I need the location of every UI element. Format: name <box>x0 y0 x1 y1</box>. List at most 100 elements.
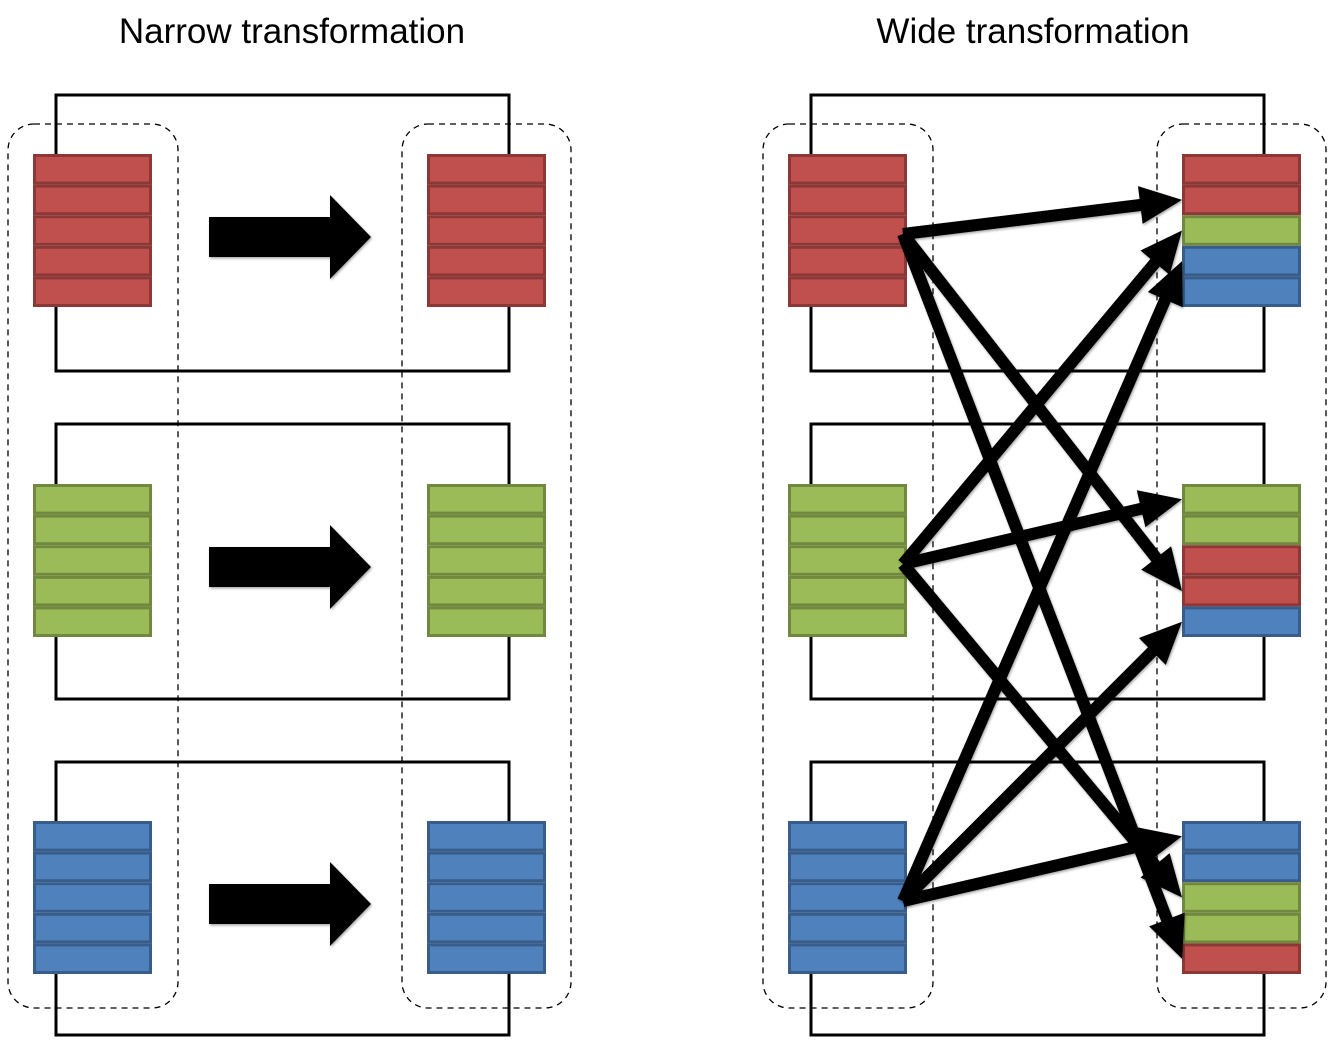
record-blue <box>33 851 152 883</box>
child-rdd-group <box>1156 123 1327 1009</box>
record-blue <box>1182 606 1301 638</box>
record-blue <box>1182 245 1301 277</box>
record-blue <box>1182 851 1301 883</box>
arrow-head <box>1136 490 1182 528</box>
wide-transformation-panel <box>762 93 1327 1037</box>
target-partition-mixed-3 <box>1182 821 1301 975</box>
arrow-shaft <box>901 502 1145 570</box>
source-partition-red <box>33 154 152 307</box>
record-blue <box>427 912 546 944</box>
record-red <box>788 154 907 185</box>
arrow-shaft <box>898 230 1163 564</box>
record-red <box>33 245 152 277</box>
record-green <box>788 545 907 576</box>
record-blue <box>788 912 907 944</box>
wide-dependency-arrow <box>897 231 1185 959</box>
record-red <box>788 184 907 216</box>
record-blue <box>33 882 152 913</box>
record-red <box>1182 184 1301 216</box>
wide-dependency-arrow <box>898 230 1182 568</box>
wide-dependency-arrow <box>898 230 1182 592</box>
target-partition-mixed-1 <box>1182 154 1301 307</box>
source-partition-green <box>788 484 907 638</box>
record-green <box>788 484 907 515</box>
wide-dependency-arrow <box>901 827 1182 907</box>
stage-frame <box>54 760 511 1037</box>
arrow-head <box>1140 230 1182 275</box>
record-red <box>427 184 546 216</box>
record-red <box>1182 575 1301 607</box>
record-blue <box>427 851 546 883</box>
wide-dependency-arrow <box>898 621 1182 906</box>
wide-dependency-arrow <box>902 186 1182 240</box>
record-red <box>33 215 152 246</box>
record-green <box>1182 215 1301 246</box>
record-green <box>1182 912 1301 944</box>
source-partition-green <box>33 484 152 638</box>
record-red <box>788 276 907 307</box>
record-red <box>1182 545 1301 576</box>
arrow-head <box>1140 853 1182 898</box>
arrow-shaft <box>901 839 1145 907</box>
record-blue <box>427 821 546 852</box>
record-red <box>33 276 152 307</box>
record-green <box>427 514 546 546</box>
record-green <box>788 575 907 607</box>
record-blue <box>33 943 152 975</box>
record-green <box>427 606 546 638</box>
record-blue <box>1182 276 1301 307</box>
source-partition-blue <box>33 821 152 975</box>
narrow-transformation-title: Narrow transformation <box>118 12 466 51</box>
narrow-dependency-arrow <box>209 195 371 279</box>
record-blue <box>427 882 546 913</box>
record-green <box>1182 514 1301 546</box>
arrow-shaft <box>898 257 1161 568</box>
record-green <box>788 514 907 546</box>
record-blue <box>788 943 907 975</box>
record-green <box>1182 882 1301 913</box>
record-blue <box>1182 821 1301 852</box>
stage-frame <box>54 422 511 701</box>
arrow-head <box>1136 827 1182 865</box>
record-green <box>1182 484 1301 515</box>
record-red <box>788 215 907 246</box>
wide-dependency-arrow <box>901 490 1182 570</box>
record-blue <box>33 912 152 944</box>
record-blue <box>788 821 907 852</box>
record-green <box>33 514 152 546</box>
record-red <box>427 215 546 246</box>
record-blue <box>788 882 907 913</box>
wide-dependency-arrow <box>898 560 1182 898</box>
arrow-shaft <box>902 198 1144 240</box>
record-blue <box>33 821 152 852</box>
record-red <box>427 154 546 185</box>
parent-rdd-group <box>762 123 934 1009</box>
target-partition-green <box>427 484 546 638</box>
target-partition-mixed-2 <box>1182 484 1301 638</box>
record-green <box>33 606 152 638</box>
record-blue <box>427 943 546 975</box>
arrow-shaft <box>897 295 1172 904</box>
wide-transformation-title: Wide transformation <box>876 12 1190 51</box>
arrow-head <box>1147 261 1183 308</box>
record-red <box>427 245 546 277</box>
record-green <box>788 606 907 638</box>
record-blue <box>788 851 907 883</box>
record-red <box>1182 154 1301 185</box>
target-partition-blue <box>427 821 546 975</box>
child-rdd-group <box>401 123 572 1009</box>
narrow-transformation-panel <box>7 93 572 1037</box>
arrow-head <box>1138 186 1182 224</box>
arrow-shaft <box>898 645 1158 906</box>
parent-rdd-group <box>7 123 179 1009</box>
record-red <box>33 154 152 185</box>
stage-frame <box>809 422 1266 701</box>
target-partition-red <box>427 154 546 307</box>
arrow-shaft <box>897 231 1174 924</box>
record-green <box>427 575 546 607</box>
arrow-shaft <box>898 560 1161 871</box>
arrow-head <box>1138 621 1182 665</box>
narrow-dependency-arrow <box>209 862 371 946</box>
record-red <box>427 276 546 307</box>
